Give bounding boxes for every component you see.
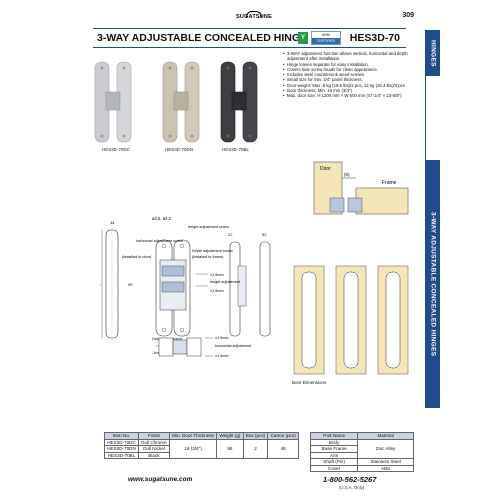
gap-label: (6) [344,172,350,177]
finish-cell: Black [137,451,170,459]
dim-52-label: 52 [262,232,267,237]
table-row: HES3D-70BL Black [104,451,299,459]
page-number: 309 [402,12,414,19]
lower-range-1-label: ±1.5mm [215,336,229,340]
product-code-label: HES3D-70DN [165,147,194,152]
spec-table: Item No. Finish Min. Door Thickness Weig… [104,432,299,459]
certification-badge-icon: ANSI CERTIFIED [311,31,341,45]
central-hinge-body [155,239,191,337]
horizontal-range-label: ±1.5mm [210,273,224,277]
finish-cell: Dull Nickel [137,445,170,453]
lower-range-2-label: ±1.5mm [215,354,229,358]
table-row: Cover ABS [309,464,414,472]
material-table: Part Name Material Body Zinc Alloy Base … [309,432,414,472]
height-adjustment-label: height adjustment [210,280,241,284]
front-view-drawing: ø4.5, ø4.2 14 70 99 horizontal adjustmen… [100,216,271,355]
installed-door-label: (installed to door) [122,255,152,259]
depth-adjustment-screw-label: Depth adjustment screw [192,249,233,253]
dim-70-label: 70 [100,282,101,287]
product-code-label: HES3D-70DC [102,147,131,152]
feature-item: Covers hide screw heads for clean appear… [283,67,411,73]
feature-item: Door thickness: Min. 19 mm (3/4") [283,88,411,94]
brand-name: SUGATSUNE [236,14,272,20]
column-header: Carton (pcs) [267,432,299,440]
material-cell: Zinc Alloy [357,438,414,459]
column-header: Weight (g) [216,432,244,440]
item-number-cell: HES3D-70DC [104,438,139,446]
screw-note-label: ø4.5, ø4.2 [152,216,172,221]
hinge-chrome-image [94,61,132,143]
cert-badge-top: ANSI [312,32,340,38]
dim-14-label: 14 [110,220,115,225]
door-frame-diagram: Door Frame (6) [313,161,409,215]
website-link[interactable]: www.sugatsune.com [128,476,193,483]
plan-view-drawing: ±1.5mm horizontal adjustment ±1.5mm [158,336,252,358]
cert-badge-bottom: CERTIFIED [312,37,340,44]
feature-item: Hinge leaves separate for easy installat… [283,62,411,68]
frame-label: Frame [382,180,397,186]
column-header: Min. Door Thickness [168,432,218,440]
side-elevation [229,241,271,337]
bore-dimensions-drawing [293,265,409,375]
bore-dimensions-caption: Bore Dimensions [292,380,327,385]
door-label: Door [320,166,331,172]
weight-cell: 95 [216,438,244,459]
dim-99-label: 99 [128,282,133,287]
carton-cell: 48 [267,438,299,459]
category-tab: HINGES [426,30,440,76]
hinge-black-image [220,61,258,143]
product-code-label: HES3D-70BL [222,147,250,152]
height-adjustment-screw-label: height adjustment screw [188,225,229,229]
lower-horizontal-label: horizontal adjustment [215,344,252,348]
phone-number: 1-800-562-5267 [323,475,377,484]
brand-logo: SUGATSUNE [232,11,276,23]
model-number: HES3D-70 [349,32,400,44]
column-header: Box (pcs) [242,432,269,440]
item-number-cell: HES3D-70BL [104,451,139,459]
feature-list: 3-WAY adjustment function allows vertica… [283,51,411,99]
left-elevation [101,222,119,346]
phone-note: (U.S.A. Only) [339,485,365,490]
item-number-cell: HES3D-70DN [104,445,139,453]
feature-item: Max. door size: H 1200 mm × W 600 mm (47… [283,93,411,99]
dim-22-label: 22 [228,232,233,237]
feature-item: 3-WAY adjustment function allows vertica… [283,51,411,62]
hinge-photo-group [94,61,258,143]
side-divider [425,30,426,408]
feature-item: Small size for min. 3/4" panel thickness… [283,77,411,83]
box-cell: 2 [242,438,269,459]
table-row: HES3D-70DC Dull Chrome 19 (3/4") 95 2 48 [104,438,299,459]
section-tab: 3-WAY ADJUSTABLE CONCEALED HINGES [426,160,440,408]
green-badge-icon: Y [298,32,308,44]
installed-frame-label: (installed to frame) [192,255,224,259]
material-cell: ABS [357,464,414,472]
page-title: 3-WAY ADJUSTABLE CONCEALED HINGE [97,32,308,44]
thickness-cell: 19 (3/4") [168,438,218,459]
height-range-label: ±1.5mm [210,289,224,293]
logo-arc [246,11,262,17]
feature-item: Includes steel countersunk wood screws. [283,72,411,78]
finish-cell: Dull Chrome [137,438,170,446]
part-name-cell: Cover [309,464,359,472]
hinge-nickel-image [162,61,200,143]
title-bar: 3-WAY ADJUSTABLE CONCEALED HINGE Y ANSI … [93,28,406,48]
feature-item: Door weight: Max. 6 kg (19.8 lbs)/2 pcs,… [283,83,411,89]
horizontal-adjustment-label: horizontal adjustment screw [136,239,183,243]
depth-range-front-label: -1mm [152,351,162,355]
